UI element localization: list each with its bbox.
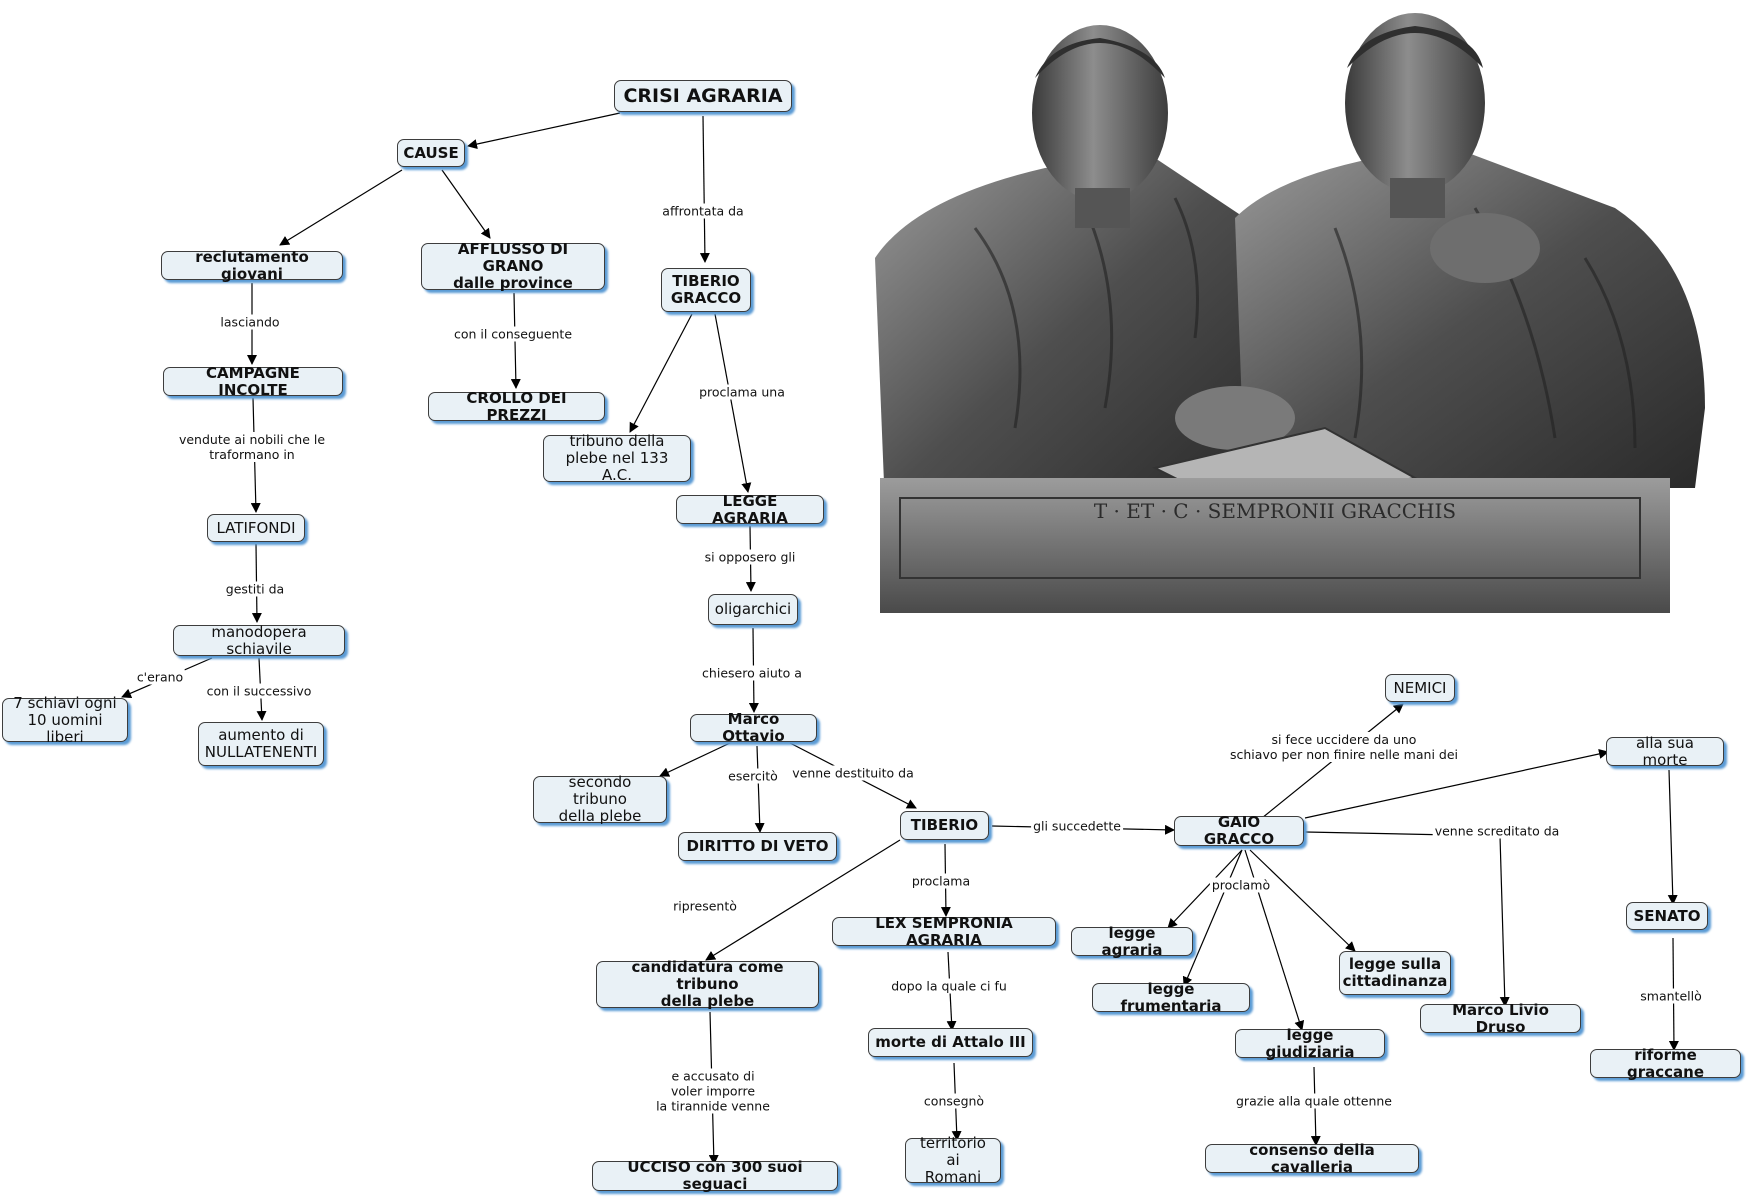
- link-c-erano: c'erano: [135, 670, 185, 685]
- node-legge-agraria-gaio[interactable]: legge agraria: [1071, 927, 1193, 956]
- edge-ottavio-veto: [757, 746, 760, 832]
- link-ripresento: ripresentò: [671, 899, 739, 914]
- node-manodopera-schiavile[interactable]: manodopera schiavile: [173, 625, 345, 656]
- link-gestiti-da: gestiti da: [224, 582, 286, 597]
- node-marco-livio-druso[interactable]: Marco Livio Druso: [1420, 1004, 1581, 1033]
- link-lasciando: lasciando: [218, 315, 281, 330]
- node-tiberio[interactable]: TIBERIO: [900, 811, 989, 840]
- link-con-il-conseguente: con il conseguente: [452, 327, 574, 342]
- link-si-fece-uccidere: si fece uccidere da uno schiavo per non …: [1228, 732, 1460, 762]
- edge-crisi-tiberio: [703, 116, 705, 262]
- inscription-text: T · ET · C · SEMPRONII GRACCHIS: [1094, 499, 1456, 523]
- link-chiesero-aiuto-a: chiesero aiuto a: [700, 666, 804, 681]
- node-riforme-graccane[interactable]: riforme graccane: [1590, 1049, 1741, 1078]
- node-crisi-agraria[interactable]: CRISI AGRARIA: [614, 80, 792, 112]
- node-lex-sempronia-agraria[interactable]: LEX SEMPRONIA AGRARIA: [832, 917, 1056, 946]
- node-diritto-di-veto[interactable]: DIRITTO DI VETO: [678, 832, 837, 861]
- node-nullatenenti[interactable]: aumento di NULLATENENTI: [198, 722, 324, 766]
- node-consenso-cavalleria[interactable]: consenso della cavalleria: [1205, 1144, 1419, 1173]
- edge-gaio-druso-2: [1500, 836, 1505, 1006]
- node-campagne-incolte[interactable]: CAMPAGNE INCOLTE: [163, 367, 343, 396]
- node-latifondi[interactable]: LATIFONDI: [207, 514, 305, 542]
- link-smantello: smantellò: [1638, 989, 1703, 1004]
- gracchi-busts-photo: T · ET · C · SEMPRONII GRACCHIS: [855, 8, 1710, 618]
- edge-cause-afflusso: [442, 170, 490, 238]
- node-morte-di-attalo[interactable]: morte di Attalo III: [868, 1028, 1033, 1057]
- node-reclutamento-giovani[interactable]: reclutamento giovani: [161, 251, 343, 280]
- link-con-il-successivo: con il successivo: [205, 684, 314, 699]
- edge-tiberio-legge: [715, 314, 748, 492]
- node-legge-giudiziaria[interactable]: legge giudiziaria: [1235, 1029, 1385, 1058]
- node-alla-sua-morte[interactable]: alla sua morte: [1606, 737, 1724, 766]
- node-gaio-gracco[interactable]: GAIO GRACCO: [1174, 816, 1304, 846]
- node-ucciso[interactable]: UCCISO con 300 suoi seguaci: [592, 1161, 838, 1191]
- node-legge-frumentaria[interactable]: legge frumentaria: [1092, 983, 1250, 1012]
- node-nemici[interactable]: NEMICI: [1385, 674, 1455, 702]
- node-secondo-tribuno[interactable]: secondo tribuno della plebe: [533, 776, 667, 823]
- link-consegno: consegnò: [922, 1094, 986, 1109]
- node-tiberio-gracco[interactable]: TIBERIO GRACCO: [661, 268, 751, 312]
- node-senato[interactable]: SENATO: [1626, 902, 1708, 930]
- link-si-opposero-gli: si opposero gli: [703, 550, 798, 565]
- edge-morte-senato: [1669, 770, 1673, 904]
- link-proclamo: proclamò: [1210, 878, 1272, 893]
- node-7-schiavi[interactable]: 7 schiavi ogni 10 uomini liberi: [2, 698, 128, 742]
- node-marco-ottavio[interactable]: Marco Ottavio: [690, 714, 817, 742]
- node-territorio-ai-romani[interactable]: territorio ai Romani: [905, 1138, 1001, 1183]
- node-cause[interactable]: CAUSE: [397, 139, 465, 167]
- edge-tiberio-tribuno: [630, 314, 692, 432]
- node-legge-cittadinanza[interactable]: legge sulla cittadinanza: [1339, 951, 1451, 995]
- node-afflusso-di-grano[interactable]: AFFLUSSO DI GRANO dalle province: [421, 243, 605, 290]
- edge-ottavio-secondo: [660, 743, 730, 776]
- link-vendute-ai-nobili: vendute ai nobili che le traformano in: [177, 432, 327, 462]
- node-crollo-dei-prezzi[interactable]: CROLLO DEI PREZZI: [428, 392, 605, 421]
- node-tribuno-133[interactable]: tribuno della plebe nel 133 A.C.: [543, 435, 691, 482]
- node-candidatura[interactable]: candidatura come tribuno della plebe: [596, 961, 819, 1008]
- node-legge-agraria[interactable]: LEGGE AGRARIA: [676, 495, 824, 524]
- link-venne-screditato-da: venne screditato da: [1433, 824, 1562, 839]
- link-venne-destituito-da: venne destituito da: [790, 766, 916, 781]
- link-affrontata-da: affrontata da: [660, 204, 745, 219]
- link-proclama-una: proclama una: [697, 385, 787, 400]
- edge-gaio-cittadinanza: [1250, 850, 1355, 951]
- link-e-accusato-di: e accusato di voler imporre la tirannide…: [654, 1069, 772, 1114]
- node-oligarchici[interactable]: oligarchici: [708, 594, 798, 625]
- edge-gaio-frumentaria: [1184, 850, 1242, 986]
- link-grazie-alla-quale: grazie alla quale ottenne: [1234, 1094, 1394, 1109]
- link-dopo-la-quale: dopo la quale ci fu: [889, 979, 1009, 994]
- link-esercito: esercitò: [726, 769, 780, 784]
- edge-cause-reclutamento: [280, 170, 402, 245]
- link-proclama: proclama: [910, 874, 972, 889]
- edge-crisi-cause: [468, 113, 620, 146]
- link-gli-succedette: gli succedette: [1031, 819, 1123, 834]
